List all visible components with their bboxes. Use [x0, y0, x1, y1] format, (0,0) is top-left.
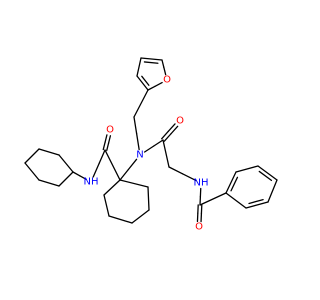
bond-ch2f-N1-b: [135, 132, 140, 151]
bond-cc6-Ca: [58, 171, 74, 187]
bond-Cam-N3-a: [98, 149, 106, 165]
bond-C10-O10-1-a: [163, 133, 172, 142]
bond-b4-b5: [267, 179, 278, 203]
bond-C10-O10-2-b: [167, 123, 176, 133]
bond-Cam-Oam-2-a: [102, 141, 106, 151]
bond-cy4-cy5: [108, 215, 133, 224]
bond-fO-fC2-b: [147, 85, 156, 91]
bond-N1-C10-a: [143, 145, 155, 153]
bond-fC2-fC3-outer: [136, 75, 149, 91]
bond-fC2-fC3-inner: [141, 75, 150, 86]
bond-N1-q-b: [119, 168, 129, 181]
bond-C11-N2-b: [181, 173, 197, 182]
bond-N3-Ca-b: [72, 171, 81, 177]
bond-fC4-fC5-inner: [143, 61, 159, 64]
bond-cy6-q: [103, 179, 121, 196]
bond-q-Cam: [104, 149, 121, 181]
bond-fC2-ch2f: [133, 89, 149, 118]
bond-b6-b1: [225, 192, 247, 209]
bond-fC5-fO-a: [161, 59, 165, 68]
bond-Cam-Oam-1-b: [107, 135, 112, 144]
atom-label-amide-n-center: N: [136, 150, 143, 161]
bond-b5-b6-outer: [245, 201, 269, 209]
bond-b1-b2-outer: [225, 171, 237, 194]
bond-b3-b4-outer: [257, 165, 278, 181]
bond-cc3-cc4: [24, 148, 40, 164]
bond-b2-b3: [235, 165, 259, 173]
bond-cy3-cy4: [131, 209, 150, 224]
bond-Ca-cc2: [58, 154, 74, 173]
molecule-structure: O N O NH O NH O: [24, 57, 278, 233]
bond-Cam-N3-b: [92, 162, 100, 178]
atom-label-amide-n-cyclohexyl: NH: [84, 177, 99, 188]
atom-label-amide-o-center: O: [176, 116, 184, 127]
atom-label-amide-n-benzoyl: NH: [194, 178, 209, 189]
bond-N1-C10-b: [153, 139, 164, 147]
bond-b3-b4-inner: [258, 170, 273, 182]
atom-label-furan-o: O: [163, 75, 171, 86]
bond-N1-q-a: [127, 158, 138, 171]
bond-C12-b1: [199, 192, 227, 206]
bond-N3-Ca-a: [78, 175, 87, 180]
atom-label-amide-o-cyclohexyl: O: [106, 125, 114, 136]
bond-C10-O10-1-b: [170, 125, 179, 135]
bond-cy5-cy6: [103, 194, 110, 217]
bond-cc5-cc6: [38, 179, 60, 187]
bond-cy2-cy3: [147, 186, 150, 211]
bond-q-cy2: [119, 179, 149, 188]
bond-fC3-fC4: [136, 57, 142, 77]
atom-label-amide-o-benzoyl: O: [195, 222, 203, 233]
bond-C11-N2-a: [168, 166, 184, 175]
atom-labels: O N O NH O NH O: [84, 75, 209, 233]
bond-C10-O10-2-a: [161, 130, 169, 140]
bond-b5-b6-inner: [248, 198, 264, 205]
bond-C10-C11: [162, 139, 170, 168]
bond-Cam-Oam-1-a: [106, 142, 110, 152]
bonds-layer: [24, 57, 278, 224]
bond-fC5-fO-b: [163, 66, 167, 76]
bond-cc4-cc5: [24, 162, 40, 181]
bond-Cam-Oam-2-b: [104, 134, 108, 143]
bond-b1-b2-inner: [230, 176, 239, 192]
bond-ch2f-N1-a: [133, 116, 138, 134]
bond-cc2-cc3: [38, 148, 60, 156]
bond-fO-fC2-a: [154, 81, 163, 87]
bond-fC4-fC5-outer: [140, 57, 163, 61]
